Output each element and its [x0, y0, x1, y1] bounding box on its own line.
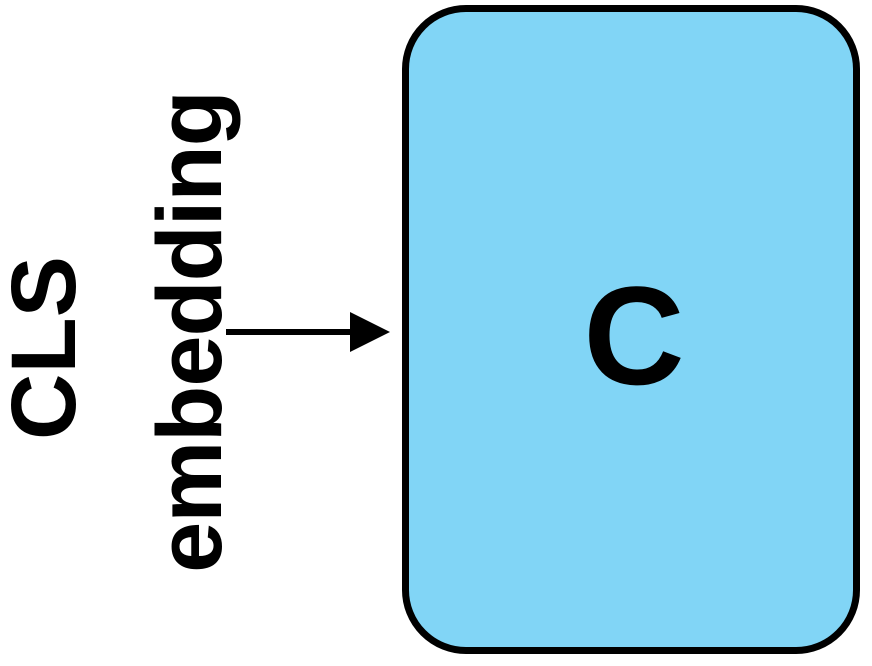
- input-label-line-1: CLS: [0, 256, 95, 440]
- c-box: [402, 5, 860, 654]
- arrowhead: [350, 312, 390, 352]
- input-label-line-2: embedding: [139, 91, 241, 573]
- c-box-label: C: [583, 257, 685, 414]
